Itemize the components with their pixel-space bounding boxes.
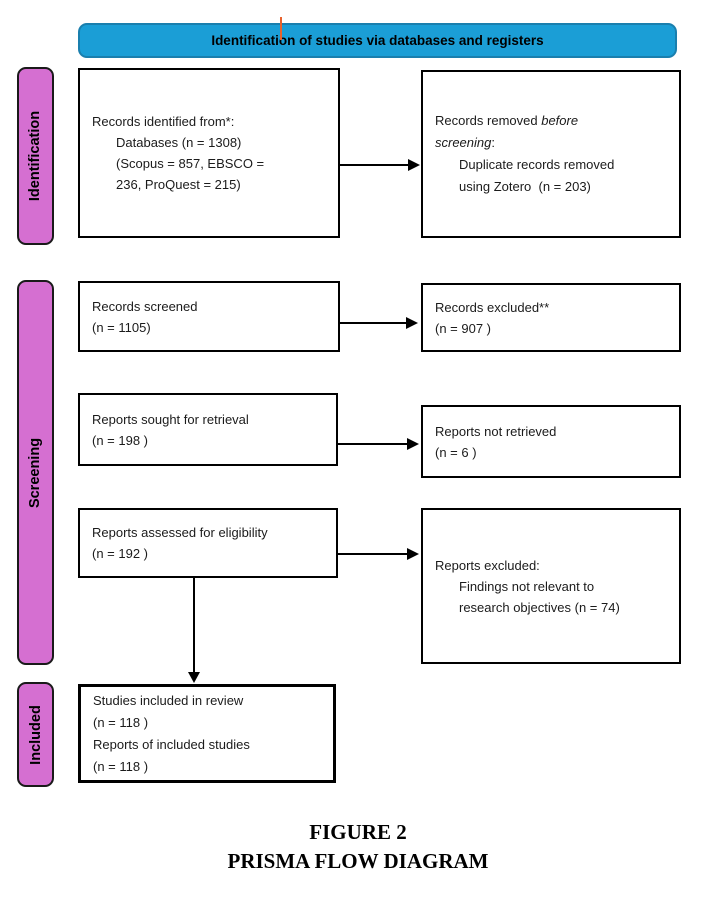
header-title: Identification of studies via databases … (211, 33, 544, 48)
box-text-line: Reports sought for retrieval (92, 411, 249, 427)
text-cursor-artifact (280, 17, 282, 40)
box-text-line: 236, ProQuest = 215) (116, 177, 241, 192)
box-text-line: Reports of included studies (93, 736, 250, 752)
arrow-identified-to-removed (340, 159, 420, 171)
box-text-line: (n = 1105) (92, 319, 151, 335)
stage-label-included: Included (17, 682, 54, 787)
box-text-line: research objectives (n = 74) (459, 599, 620, 615)
header-banner: Identification of studies via databases … (78, 23, 677, 58)
arrow-sought-to-not-retrieved (338, 438, 419, 450)
box-text-line: Studies included in review (93, 692, 244, 708)
box-records-excluded: Records excluded** (n = 907 ) (421, 283, 681, 352)
box-reports-not-retrieved: Reports not retrieved (n = 6 ) (421, 405, 681, 478)
box-records-removed: Records removed before screening: Duplic… (421, 70, 681, 238)
box-reports-excluded: Reports excluded: Findings not relevant … (421, 508, 681, 664)
box-text-line: Findings not relevant to (459, 578, 595, 594)
stage-label-text: Included (27, 704, 44, 765)
box-reports-sought: Reports sought for retrieval (n = 198 ) (78, 393, 338, 466)
figure-caption: FIGURE 2 PRISMA FLOW DIAGRAM (14, 818, 702, 876)
box-text-line: Records screened (92, 298, 198, 314)
arrow-screened-to-excluded (340, 317, 418, 329)
stage-label-text: Identification (27, 110, 44, 202)
box-text-line: (n = 118 ) (93, 714, 149, 730)
box-text-line: Databases (n = 1308) (116, 135, 242, 150)
box-text-line: (n = 907 ) (435, 320, 492, 336)
box-text-line: Duplicate records removed (459, 157, 615, 172)
stage-label-identification: Identification (17, 67, 54, 245)
arrow-assessed-to-included (188, 578, 200, 683)
box-reports-assessed: Reports assessed for eligibility (n = 19… (78, 508, 338, 578)
box-records-identified: Records identified from*: Databases (n =… (78, 68, 340, 238)
box-text-line: Reports not retrieved (435, 423, 557, 439)
box-records-screened: Records screened (n = 1105) (78, 281, 340, 352)
box-text-line: (Scopus = 857, EBSCO = (116, 156, 265, 171)
box-studies-included: Studies included in review (n = 118 ) Re… (78, 684, 336, 783)
box-text-line: Records identified from*: (92, 114, 235, 129)
box-text-line: Records removed before (435, 113, 579, 128)
box-text-line: screening: (435, 135, 495, 150)
box-text-line: (n = 198 ) (92, 432, 149, 448)
arrow-assessed-to-reports-excluded (338, 548, 419, 560)
box-text-line: using Zotero (n = 203) (459, 179, 591, 194)
box-text-line: (n = 6 ) (435, 444, 477, 460)
stage-label-text: Screening (27, 437, 44, 508)
box-text-line: (n = 118 ) (93, 758, 149, 774)
box-text-line: Reports excluded: (435, 557, 540, 573)
stage-label-screening: Screening (17, 280, 54, 665)
figure-title: PRISMA FLOW DIAGRAM (227, 849, 489, 873)
figure-number: FIGURE 2 (309, 820, 407, 844)
box-text-line: Records excluded** (435, 299, 550, 315)
box-text-line: Reports assessed for eligibility (92, 525, 268, 540)
box-text-line: (n = 192 ) (92, 546, 149, 561)
